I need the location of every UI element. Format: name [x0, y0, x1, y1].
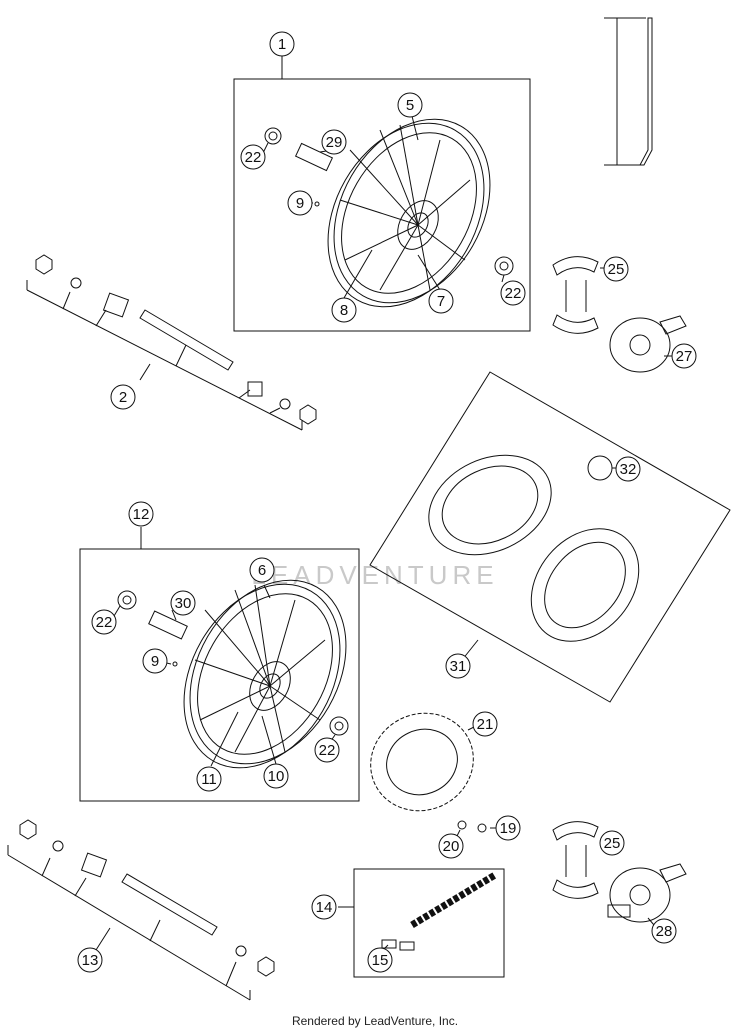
gasket-left: [428, 454, 552, 556]
front-wheel-box: [233, 78, 531, 332]
callout-29[interactable]: 29: [321, 129, 347, 155]
svg-text:25: 25: [608, 261, 625, 278]
callout-5[interactable]: 5: [397, 92, 423, 118]
callout-15[interactable]: 15: [367, 947, 393, 973]
callout-22-rear-left[interactable]: 22: [91, 609, 117, 635]
callout-22-rear-right[interactable]: 22: [314, 737, 340, 763]
bearing-22-top: [264, 127, 282, 145]
svg-text:32: 32: [620, 461, 637, 478]
svg-text:22: 22: [505, 285, 522, 302]
svg-text:22: 22: [319, 742, 336, 759]
bearing-22-right: [494, 256, 514, 276]
callout-14[interactable]: 14: [311, 894, 337, 920]
svg-text:6: 6: [258, 562, 266, 579]
callout-11[interactable]: 11: [196, 766, 222, 792]
chain-box: [353, 868, 505, 978]
callout-10[interactable]: 10: [263, 763, 289, 789]
callout-9-rear[interactable]: 9: [142, 648, 168, 674]
svg-text:1: 1: [278, 36, 286, 53]
rear-wheel: [183, 579, 347, 769]
front-wheel: [327, 118, 491, 308]
svg-text:10: 10: [268, 768, 285, 785]
callout-6[interactable]: 6: [249, 557, 275, 583]
svg-text:29: 29: [326, 134, 343, 151]
rear-axle-assembly: [19, 819, 275, 977]
brake-plate-27: [609, 315, 687, 373]
spacer-30: [148, 610, 188, 640]
svg-text:22: 22: [96, 614, 113, 631]
callout-19[interactable]: 19: [495, 815, 521, 841]
brake-shoes-bottom: [552, 821, 599, 899]
gasket-right: [530, 528, 640, 642]
bolt-19: [477, 823, 487, 833]
callout-27[interactable]: 27: [671, 343, 697, 369]
spoke-rod: [604, 17, 653, 166]
callout-30[interactable]: 30: [170, 590, 196, 616]
front-axle-assembly: [35, 254, 317, 425]
chain-link-15: [381, 939, 415, 951]
callout-7[interactable]: 7: [428, 288, 454, 314]
svg-text:19: 19: [500, 820, 517, 837]
valve-9-top: [314, 201, 320, 207]
svg-text:11: 11: [201, 771, 217, 788]
circlip-32: [587, 455, 613, 481]
svg-text:20: 20: [443, 838, 460, 855]
svg-text:14: 14: [316, 899, 333, 916]
callout-20[interactable]: 20: [438, 833, 464, 859]
callout-25-top[interactable]: 25: [603, 256, 629, 282]
callout-2[interactable]: 2: [110, 384, 136, 410]
svg-text:27: 27: [676, 348, 693, 365]
spacer-29: [294, 142, 334, 172]
rear-wheel-box: [79, 548, 360, 802]
svg-text:2: 2: [119, 389, 127, 406]
callout-32[interactable]: 32: [615, 456, 641, 482]
svg-text:7: 7: [437, 293, 445, 310]
svg-text:31: 31: [450, 658, 467, 675]
svg-text:12: 12: [133, 506, 150, 523]
callout-22-right[interactable]: 22: [500, 280, 526, 306]
callout-31[interactable]: 31: [445, 653, 471, 679]
bearing-22-rear-left: [117, 590, 137, 610]
svg-text:25: 25: [604, 835, 621, 852]
svg-text:9: 9: [151, 653, 159, 670]
bearing-22-rear-right: [329, 716, 349, 736]
svg-text:8: 8: [340, 302, 348, 319]
svg-text:5: 5: [406, 97, 414, 114]
callout-21[interactable]: 21: [472, 711, 498, 737]
callout-12[interactable]: 12: [128, 501, 154, 527]
sprocket-21: [370, 712, 474, 812]
svg-text:9: 9: [296, 195, 304, 212]
callout-13[interactable]: 13: [77, 947, 103, 973]
gasket-box: [369, 371, 731, 703]
callout-28[interactable]: 28: [651, 918, 677, 944]
chain: [410, 872, 497, 928]
footer-credit: Rendered by LeadVenture, Inc.: [291, 1014, 459, 1028]
callout-9-top[interactable]: 9: [287, 190, 313, 216]
svg-text:22: 22: [245, 149, 262, 166]
callout-22-top[interactable]: 22: [240, 144, 266, 170]
svg-text:30: 30: [175, 595, 192, 612]
svg-text:21: 21: [477, 716, 494, 733]
brake-plate-28: [607, 863, 687, 923]
svg-text:28: 28: [656, 923, 673, 940]
brake-shoes-top: [552, 256, 599, 334]
svg-text:13: 13: [82, 952, 99, 969]
callout-8[interactable]: 8: [331, 297, 357, 323]
svg-text:15: 15: [372, 952, 389, 969]
callout-25-bottom[interactable]: 25: [599, 830, 625, 856]
nut-20: [457, 820, 467, 830]
valve-9-rear: [172, 661, 178, 667]
callout-1[interactable]: 1: [269, 31, 295, 57]
